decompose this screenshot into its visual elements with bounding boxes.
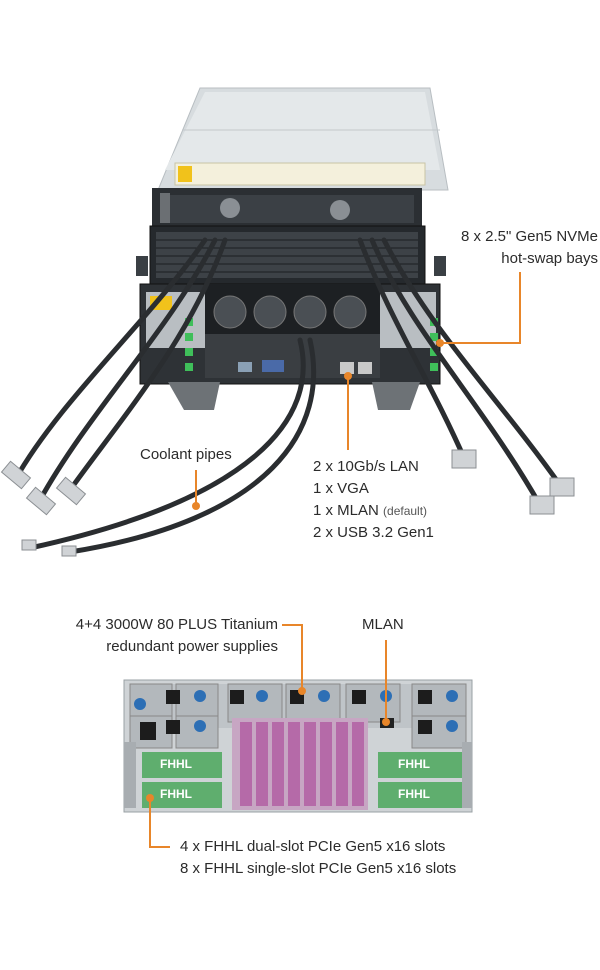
pcie-callout: 4 x FHHL dual-slot PCIe Gen5 x16 slots 8… — [180, 836, 456, 880]
nvme-callout-line2: hot-swap bays — [501, 250, 598, 267]
rear-mlan-callout: MLAN — [362, 616, 404, 633]
io-mlan-note: (default) — [383, 504, 428, 518]
io-mlan: 1 x MLAN — [313, 502, 379, 519]
psu-callout-line2: redundant power supplies — [106, 638, 278, 655]
nvme-callout: 8 x 2.5" Gen5 NVMe hot-swap bays — [461, 226, 598, 270]
io-mlan-row: 1 x MLAN (default) — [313, 500, 434, 522]
fhhl-label-right-bottom: FHHL — [398, 787, 430, 801]
psu-callout-line1: 4+4 3000W 80 PLUS Titanium — [75, 616, 278, 633]
pcie-callout-line1: 4 x FHHL dual-slot PCIe Gen5 x16 slots — [180, 838, 446, 855]
fhhl-label-left-bottom: FHHL — [160, 787, 192, 801]
fhhl-label-right-top: FHHL — [398, 757, 430, 771]
io-usb: 2 x USB 3.2 Gen1 — [313, 524, 434, 541]
io-lan: 2 x 10Gb/s LAN — [313, 458, 419, 475]
pcie-callout-line2: 8 x FHHL single-slot PCIe Gen5 x16 slots — [180, 860, 457, 877]
io-vga: 1 x VGA — [313, 480, 369, 497]
coolant-callout: Coolant pipes — [140, 446, 232, 463]
fhhl-label-left-top: FHHL — [160, 757, 192, 771]
io-callout: 2 x 10Gb/s LAN 1 x VGA 1 x MLAN (default… — [313, 456, 434, 544]
nvme-callout-line1: 8 x 2.5" Gen5 NVMe — [460, 228, 598, 245]
psu-callout: 4+4 3000W 80 PLUS Titanium redundant pow… — [76, 614, 278, 658]
